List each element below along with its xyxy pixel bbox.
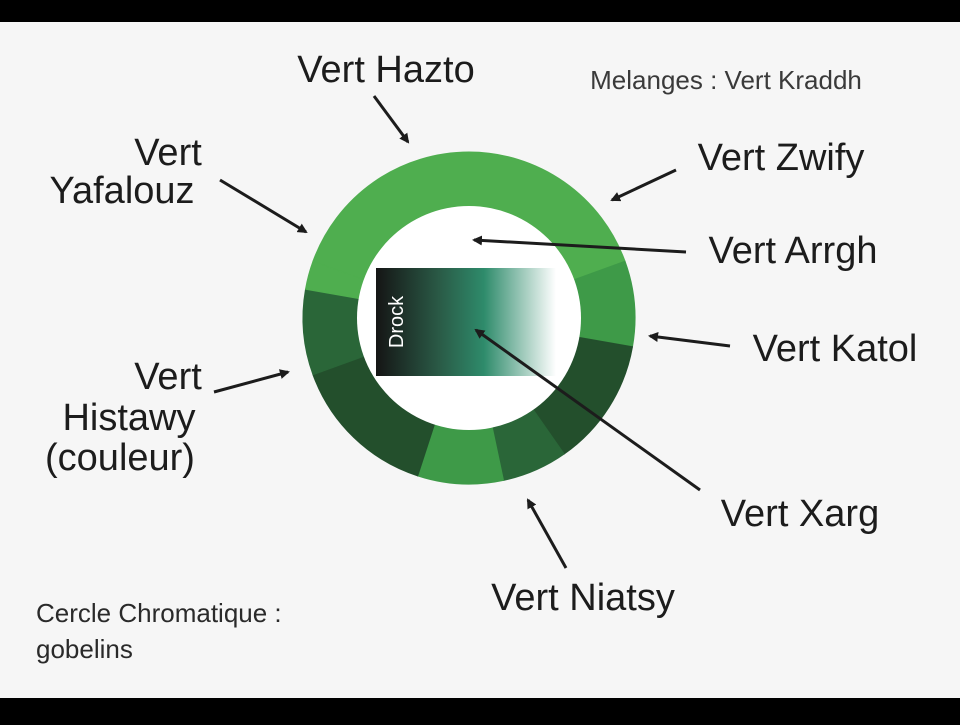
label-vert-histawy-line2: Histawy (62, 397, 195, 439)
label-vert-histawy-line1: Vert (134, 356, 202, 398)
label-vert-yafalouz-line2: Yafalouz (49, 170, 194, 212)
arrow-histawy (213, 369, 290, 394)
label-vert-yafalouz-line1: Vert (134, 132, 202, 174)
arrow-zwify (610, 168, 677, 202)
label-vert-katol: Vert Katol (753, 328, 918, 370)
drock-swatch (376, 268, 556, 376)
label-vert-xarg: Vert Xarg (721, 493, 879, 535)
arrow-xarg (474, 328, 701, 492)
arrow-hazto (372, 95, 410, 144)
swatch-label: Drock (386, 295, 408, 348)
label-vert-zwify: Vert Zwify (698, 137, 865, 179)
label-vert-arrgh: Vert Arrgh (709, 230, 878, 272)
label-vert-histawy-line3: (couleur) (45, 437, 195, 479)
mix-label: Melanges : Vert Kraddh (590, 65, 862, 95)
label-vert-hazto: Vert Hazto (297, 49, 474, 91)
arrow-arrgh (472, 235, 687, 254)
arrow-niatsy (526, 498, 568, 569)
arrow-katol (648, 332, 731, 348)
caption-line2: gobelins (36, 634, 133, 664)
caption-line1: Cercle Chromatique : (36, 598, 282, 628)
label-vert-niatsy: Vert Niatsy (491, 577, 675, 619)
arrow-yafalouz (219, 178, 308, 234)
